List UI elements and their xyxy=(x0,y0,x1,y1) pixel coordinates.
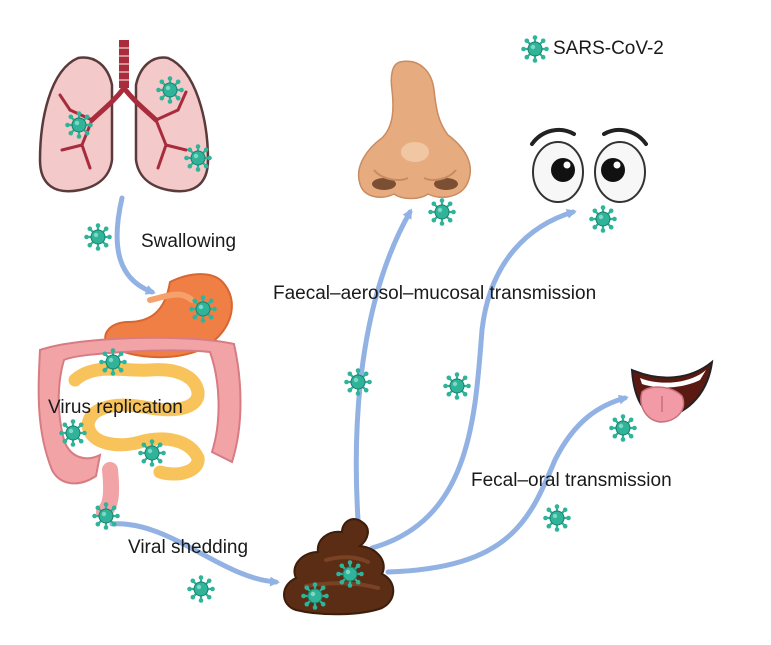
legend-label: SARS-CoV-2 xyxy=(553,38,664,59)
eyes-illustration xyxy=(530,127,648,203)
virus-icon xyxy=(608,413,638,443)
label-viral-shedding: Viral shedding xyxy=(128,537,249,558)
virus-icon xyxy=(427,197,457,227)
arrow-swallowing xyxy=(114,195,156,295)
digestive-tract-illustration xyxy=(37,273,242,520)
virus-icon xyxy=(542,503,572,533)
lungs-illustration xyxy=(38,40,210,193)
stomach xyxy=(104,273,233,359)
virus-icon xyxy=(442,371,472,401)
virus-icon xyxy=(588,204,618,234)
virus-icon xyxy=(188,294,218,324)
label-virus-replication: Virus replication xyxy=(48,397,183,418)
virus-icon xyxy=(98,347,128,377)
arrow-to-nose xyxy=(353,208,413,523)
virus-icon xyxy=(520,34,550,64)
arrow-shedding xyxy=(109,521,280,587)
virus-icon xyxy=(137,438,167,468)
mouth-illustration xyxy=(630,359,714,423)
large-intestine xyxy=(37,336,242,485)
virus-icon xyxy=(155,75,185,105)
nose-illustration xyxy=(357,60,471,200)
virus-icon xyxy=(64,110,94,140)
virus-icon xyxy=(300,581,330,611)
label-swallowing: Swallowing xyxy=(141,231,237,252)
virus-icon xyxy=(335,559,365,589)
arrow-to-eyes xyxy=(369,208,577,551)
virus-icon xyxy=(83,222,113,252)
virus-icon xyxy=(186,574,216,604)
virus-icon xyxy=(91,501,121,531)
virus-icon xyxy=(343,367,373,397)
label-fecal-oral-transmission: Fecal–oral transmission xyxy=(471,470,672,491)
feces-illustration xyxy=(283,518,395,616)
arrow-to-mouth xyxy=(385,394,629,575)
arrows xyxy=(109,195,629,587)
label-faecal-aerosol-mucosal-transmission: Faecal–aerosol–mucosal transmission xyxy=(273,283,597,304)
virus-icon xyxy=(183,143,213,173)
virus-icon xyxy=(58,418,88,448)
